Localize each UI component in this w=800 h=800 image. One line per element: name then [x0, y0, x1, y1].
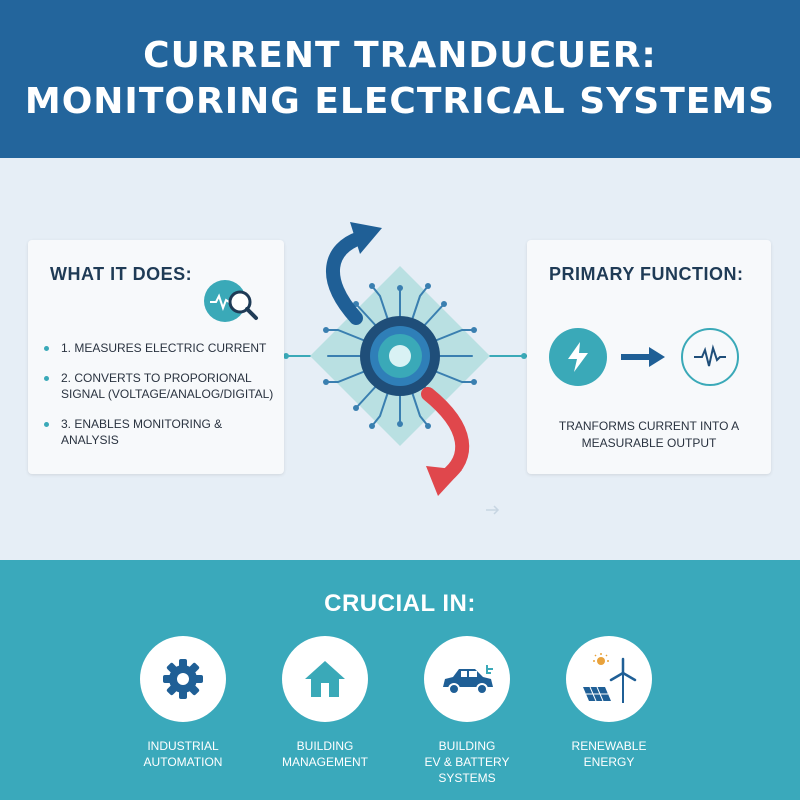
application-renewable-energy: RENEWABLE ENERGY: [554, 636, 664, 770]
arrow-right-icon: [621, 347, 665, 367]
lightning-icon: [549, 328, 607, 386]
application-label: BUILDING MANAGEMENT: [281, 739, 368, 769]
page-title-line1: CURRENT TRANDUCUER:: [143, 35, 657, 76]
ev-car-icon: [424, 636, 510, 722]
primary-function-title: PRIMARY FUNCTION:: [549, 264, 744, 284]
header-banner: CURRENT TRANDUCUER: MONITORING ELECTRICA…: [0, 0, 800, 158]
application-label: RENEWABLE ENERGY: [571, 739, 647, 769]
solar-wind-icon: [566, 636, 652, 722]
what-it-does-title: WHAT IT DOES:: [50, 264, 193, 284]
waveform-magnifier-icon: [204, 280, 246, 322]
list-item: 1. MEASURES ELECTRIC CURRENT: [44, 340, 280, 356]
primary-function-card: PRIMARY FUNCTION: TRANFORMS CURRENT INTO…: [527, 240, 771, 474]
primary-function-description: TRANFORMS CURRENT INTO A MEASURABLE OUTP…: [558, 419, 740, 450]
gear-icon: [140, 636, 226, 722]
middle-section: WHAT IT DOES: 1. MEASURES ELECTRIC CURRE…: [0, 158, 800, 560]
application-label: INDUSTRIAL AUTOMATION: [143, 739, 223, 769]
list-item: 2. CONVERTS TO PROPORIONAL SIGNAL (VOLTA…: [44, 370, 280, 402]
what-it-does-list: 1. MEASURES ELECTRIC CURRENT 2. CONVERTS…: [44, 340, 280, 462]
application-building-management: BUILDING MANAGEMENT: [270, 636, 380, 770]
crucial-in-title: CRUCIAL IN:: [324, 590, 476, 617]
list-item: 3. ENABLES MONITORING & ANALYSIS: [44, 416, 280, 448]
what-it-does-card: WHAT IT DOES: 1. MEASURES ELECTRIC CURRE…: [28, 240, 284, 474]
house-icon: [282, 636, 368, 722]
crucial-in-section: CRUCIAL IN: INDUSTRIAL AUTOMATION: [0, 560, 800, 800]
application-label: BUILDING EV & BATTERY SYSTEMS: [424, 739, 510, 785]
application-ev-battery: BUILDING EV & BATTERY SYSTEMS: [412, 636, 522, 786]
application-industrial-automation: INDUSTRIAL AUTOMATION: [128, 636, 238, 770]
page-title-line2: MONITORING ELECTRICAL SYSTEMS: [24, 81, 776, 122]
transducer-chip-graphic: [283, 222, 527, 515]
magnifier-icon: [228, 290, 258, 320]
waveform-icon: [681, 328, 739, 386]
